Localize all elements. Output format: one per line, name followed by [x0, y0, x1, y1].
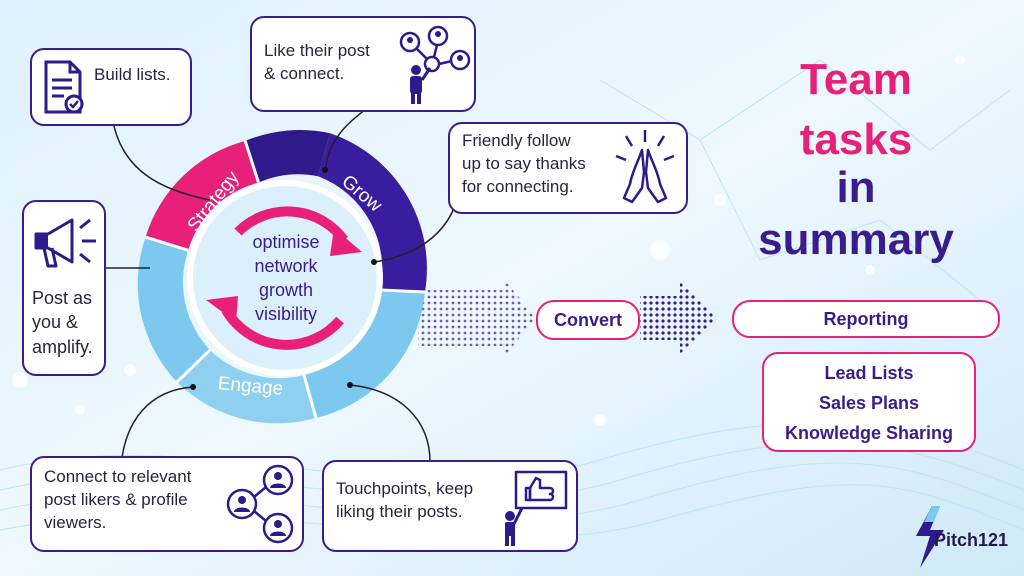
cycle-arrow-bottom: [221, 307, 344, 350]
segment-label-engage: Engage: [217, 373, 284, 400]
connector-build: [111, 115, 211, 201]
card-text-build-lists: Build lists.: [94, 65, 171, 84]
list-item: Lead Lists: [824, 363, 914, 383]
dotted-arrow-left: [418, 280, 535, 356]
pitch121-logo-icon: [916, 506, 944, 568]
segment-label-grow: Grow: [337, 171, 385, 216]
segment-grow: [245, 130, 330, 183]
card-text-touchpoints: Touchpoints, keep liking their posts.: [336, 479, 474, 521]
title-line-2: tasks: [799, 115, 913, 164]
cycle-arrow-top: [234, 206, 349, 244]
segment-grow-2: [318, 133, 427, 292]
thumbs-up-sign-icon: [505, 470, 568, 546]
segment-strategy: [145, 140, 259, 251]
connect-people-icon: [226, 464, 294, 544]
connector-connect: [120, 386, 194, 467]
megaphone-icon: [34, 218, 96, 268]
network-people-icon: [399, 25, 471, 104]
dotted-arrow-right: [640, 282, 718, 354]
document-check-icon: [44, 60, 84, 114]
segment-engage: [177, 350, 316, 424]
logo-text: Pitch121: [934, 530, 1009, 550]
card-connect-relevant: [30, 456, 304, 552]
segment-right-blue: [304, 290, 425, 418]
segment-label-strategy: Strategy: [184, 167, 244, 236]
praying-hands-icon: [615, 130, 675, 204]
center-line-3: growth: [259, 280, 313, 300]
convert-pill: Convert: [536, 300, 640, 340]
title-line-3: in: [836, 163, 876, 212]
title-line-1: Team: [800, 55, 912, 104]
card-text-connect-relevant: Connect to relevant post likers & profil…: [44, 467, 192, 532]
title-line-4: summary: [758, 215, 954, 264]
card-text-like-connect: Like their post & connect.: [264, 41, 370, 83]
outputs-list: Lead Lists Sales Plans Knowledge Sharing: [762, 352, 976, 452]
card-follow-up: [448, 122, 688, 214]
center-line-4: visibility: [255, 304, 317, 324]
center-line-1: optimise: [252, 232, 319, 252]
list-item: Knowledge Sharing: [784, 423, 953, 443]
reporting-pill: Reporting: [732, 300, 1000, 338]
card-touchpoints: [322, 460, 578, 552]
segment-left-blue: [137, 237, 210, 382]
card-post-amplify: [22, 200, 106, 376]
center-line-2: network: [254, 256, 318, 276]
card-text-post-amplify: Post as you & amplify.: [32, 288, 93, 357]
connector-touch: [349, 384, 431, 463]
list-item: Sales Plans: [818, 393, 920, 413]
card-text-follow-up: Friendly follow up to say thanks for con…: [462, 131, 586, 196]
